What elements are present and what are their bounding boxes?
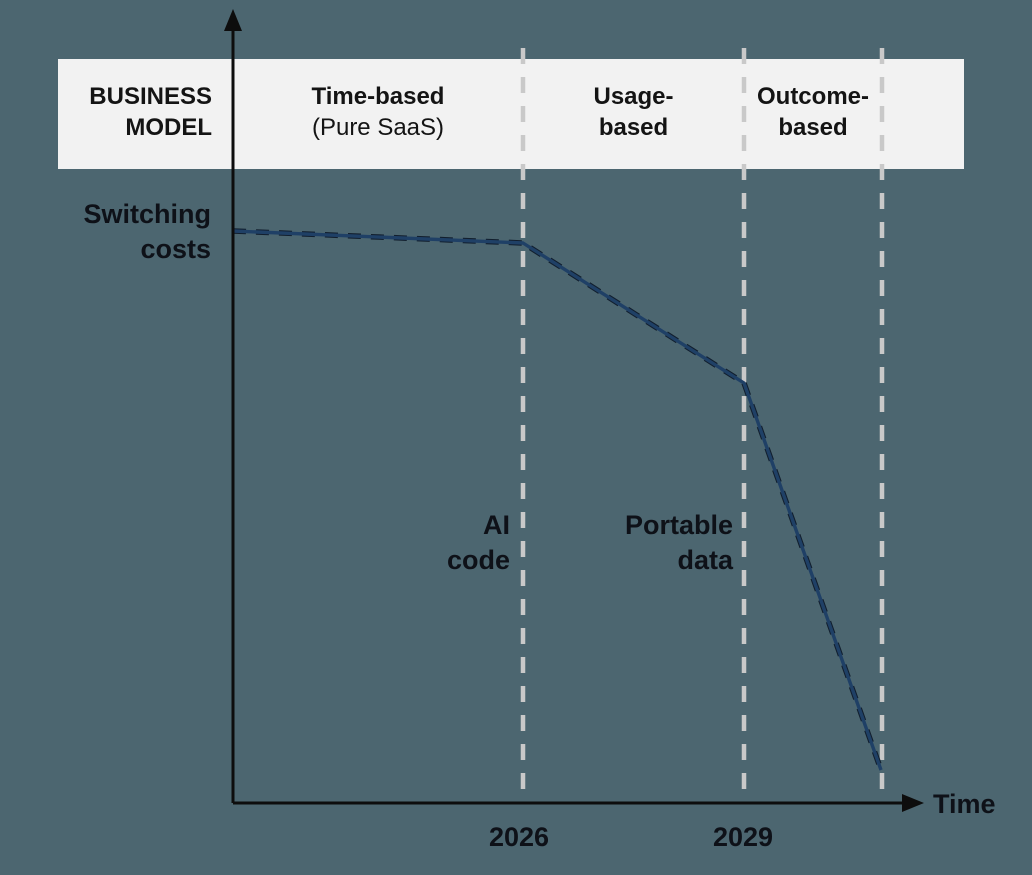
y-axis-arrow-icon [224, 9, 242, 31]
phase-usage-based-line1: Usage- [593, 83, 674, 110]
y-axis [224, 9, 242, 803]
annotation-portable-data: Portable data [553, 508, 733, 578]
phase-usage-based-line2: based [598, 114, 669, 141]
x-axis-label: Time [933, 789, 996, 819]
banner-title-line2: MODEL [125, 114, 212, 141]
phase-label-usage-based: Usage-based [523, 81, 744, 143]
year-boundary-guides [520, 48, 885, 797]
annotation-ai-code: AI code [360, 508, 510, 578]
annotation-ai-code-line1: AI [483, 510, 510, 540]
switching-costs-line [232, 228, 884, 771]
x-axis [233, 794, 924, 812]
business-model-banner [58, 59, 964, 169]
annotation-portable-data-line1: Portable [624, 510, 733, 540]
y-axis-label-line2: costs [140, 234, 211, 264]
annotation-portable-data-line2: data [677, 545, 733, 575]
phase-time-based-subtitle: (Pure SaaS) [311, 114, 445, 141]
phase-outcome-based-line2: based [778, 114, 848, 141]
phase-label-outcome-based: Outcome-based [744, 81, 882, 143]
x-tick-2029: 2029 [712, 822, 774, 852]
annotation-ai-code-line2: code [446, 545, 510, 575]
y-axis-label-line1: Switching [83, 199, 212, 229]
phase-outcome-based-line1: Outcome- [756, 83, 869, 110]
y-axis-label: Switching costs [30, 197, 212, 267]
banner-title: BUSINESS MODEL [70, 81, 212, 143]
x-axis-arrow-icon [902, 794, 924, 812]
banner-title-line1: BUSINESS [89, 83, 212, 110]
x-tick-2026: 2026 [488, 822, 550, 852]
phase-label-time-based: Time-based (Pure SaaS) [233, 81, 523, 143]
phase-time-based-title: Time-based [311, 83, 445, 110]
